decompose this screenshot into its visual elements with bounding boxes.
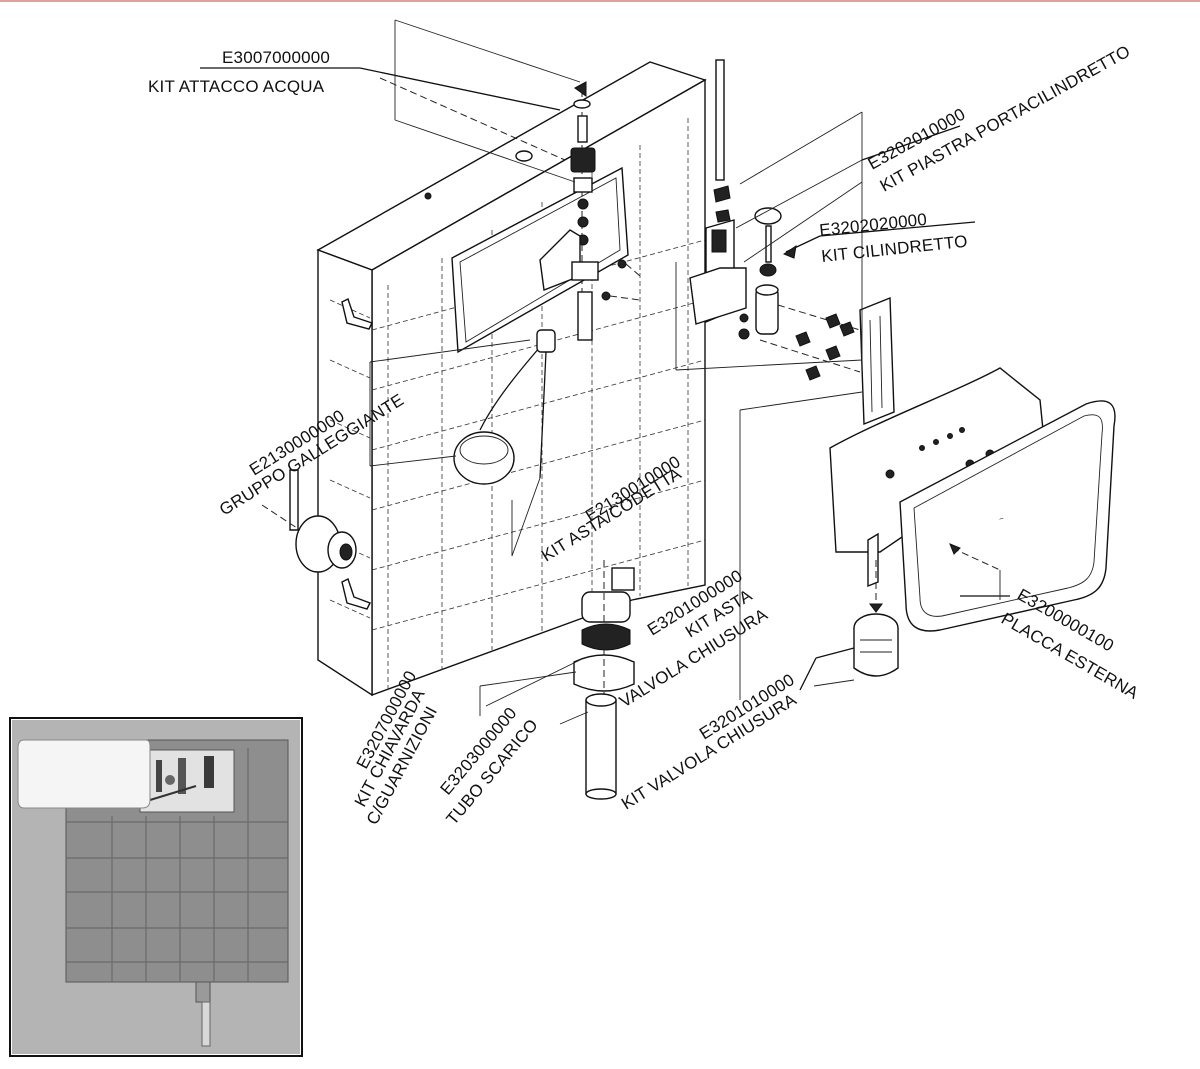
external-plate: ~ [899, 400, 1116, 632]
photo-window [139, 749, 235, 813]
float-ball [453, 431, 515, 485]
gasket [581, 623, 631, 651]
name-piastra: KIT PIASTRA PORTACILINDRETTO [877, 42, 1134, 196]
mounting-frame [829, 367, 1045, 553]
washer [573, 99, 591, 109]
outlet-boss [611, 567, 635, 591]
inlet-arrow [574, 81, 587, 97]
plate-brand-mark: ~ [998, 514, 1006, 524]
photo-grid [66, 748, 288, 982]
closing-valve [853, 560, 899, 677]
float-group [453, 329, 556, 485]
external-plate-inner [913, 414, 1103, 617]
push-plate-frame [829, 296, 1045, 588]
inlet-nut [570, 147, 596, 173]
codetta-rod [539, 351, 547, 479]
valve-stem [577, 291, 593, 341]
nut-fitting [581, 591, 631, 623]
leader-lines [200, 19, 1010, 725]
drain-assembly [573, 560, 635, 800]
code-attacco: E3007000000 [222, 48, 330, 67]
top-hole [515, 150, 533, 162]
inset-photo [9, 717, 303, 1057]
cylinder-plate-parts [689, 59, 861, 373]
float-valve-bracket [539, 229, 581, 291]
external-plate-outer [899, 400, 1116, 632]
top-hole-small [424, 192, 432, 200]
plate-screws [795, 313, 855, 381]
water-inlet-parts [539, 81, 641, 341]
inlet-fitting [573, 177, 593, 193]
left-wall-brackets [289, 298, 373, 610]
inspection-window-inner [459, 177, 621, 343]
vertical-rod [715, 59, 725, 181]
float-arm-joint [536, 329, 556, 353]
name-attacco: KIT ATTACCO ACQUA [148, 77, 325, 96]
oring [577, 198, 589, 210]
valve-body [571, 261, 599, 281]
code-cilindretto: E3202020000 [818, 210, 927, 240]
inlet-pipe [577, 115, 588, 143]
cylinder-cap [754, 207, 782, 225]
photo-drain-pipe [201, 1001, 211, 1047]
oring [577, 216, 589, 228]
push-frame-strip [859, 296, 895, 426]
cistern-body [289, 61, 707, 697]
photo-push-plate [17, 739, 151, 809]
drain-pipe [585, 699, 617, 795]
name-valvola: KIT VALVOLA CHIUSURA [618, 690, 800, 814]
side-valve [261, 504, 357, 573]
